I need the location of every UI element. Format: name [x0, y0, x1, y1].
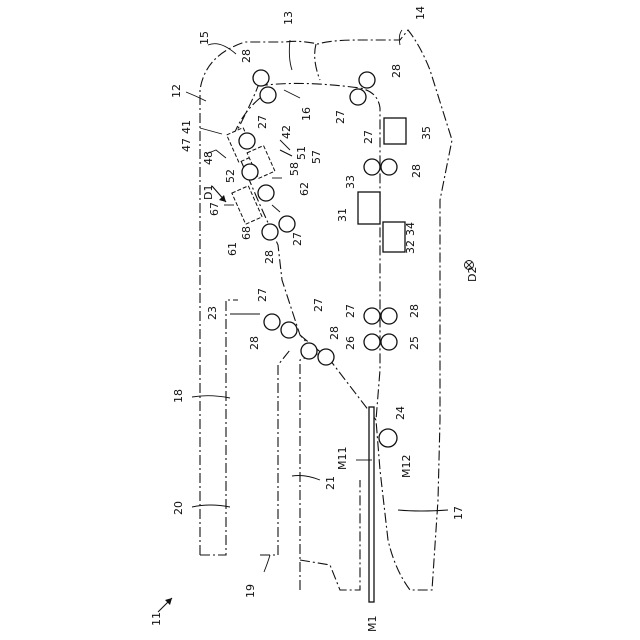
labels: 11 12 13 14 15 16 17 18 19 20 21 23 24 2… [150, 6, 479, 632]
label-27: 27 [362, 130, 375, 144]
label-47: 47 [180, 138, 193, 152]
label-m11: M11 [336, 447, 349, 471]
label-27: 27 [312, 298, 325, 312]
label-24: 24 [394, 406, 407, 420]
roller [364, 334, 380, 350]
roller [260, 87, 276, 103]
roller [318, 349, 334, 365]
arrow-d1-head [219, 195, 226, 202]
label-16: 16 [300, 107, 313, 121]
roller [242, 164, 258, 180]
roller [258, 185, 274, 201]
panel-21-lower [300, 480, 360, 590]
box-33 [358, 192, 380, 224]
media-sheet-m1 [369, 407, 374, 602]
label-27: 27 [344, 304, 357, 318]
label-48: 48 [202, 151, 215, 165]
roller [381, 308, 397, 324]
left-tray [200, 300, 238, 555]
roller [279, 216, 295, 232]
roller [262, 224, 278, 240]
label-14: 14 [414, 6, 427, 20]
label-13: 13 [282, 11, 295, 25]
label-19: 19 [244, 584, 257, 598]
label-68: 68 [240, 226, 253, 240]
label-62: 62 [298, 182, 311, 196]
label-61: 61 [226, 242, 239, 256]
roller [281, 322, 297, 338]
box-35 [384, 118, 406, 144]
label-42: 42 [280, 125, 293, 139]
roller [301, 343, 317, 359]
label-18: 18 [172, 389, 185, 403]
label-28: 28 [263, 250, 276, 264]
media-path [232, 83, 380, 420]
roller [381, 159, 397, 175]
label-m1: M1 [366, 616, 379, 633]
label-41: 41 [180, 120, 193, 134]
box-34 [383, 222, 405, 252]
label-27: 27 [256, 288, 269, 302]
label-d1: D1 [202, 185, 215, 200]
label-51: 51 [295, 146, 308, 160]
label-28: 28 [248, 336, 261, 350]
label-12: 12 [170, 84, 183, 98]
label-d2: D2 [466, 267, 479, 282]
roller [350, 89, 366, 105]
label-27: 27 [334, 110, 347, 124]
label-67: 67 [208, 202, 221, 216]
label-27: 27 [256, 115, 269, 129]
panel-21 [300, 355, 312, 590]
label-11: 11 [150, 612, 163, 626]
roller [359, 72, 375, 88]
label-26: 26 [344, 336, 357, 350]
label-32: 32 [404, 240, 417, 254]
label-35: 35 [420, 126, 433, 140]
label-58: 58 [288, 162, 301, 176]
label-34: 34 [404, 222, 417, 236]
roller [253, 70, 269, 86]
roller [364, 159, 380, 175]
label-28: 28 [240, 49, 253, 63]
label-28: 28 [408, 304, 421, 318]
label-28: 28 [328, 326, 341, 340]
roller [381, 334, 397, 350]
label-57: 57 [310, 150, 323, 164]
label-25: 25 [408, 336, 421, 350]
label-20: 20 [172, 501, 185, 515]
label-21: 21 [324, 476, 337, 490]
label-31: 31 [336, 208, 349, 222]
outlet-19 [260, 350, 290, 555]
label-52: 52 [224, 169, 237, 183]
roller-24 [379, 429, 397, 447]
label-33: 33 [344, 175, 357, 189]
roller [239, 133, 255, 149]
label-15: 15 [198, 31, 211, 45]
arrow-51 [280, 150, 292, 156]
roller [264, 314, 280, 330]
label-17: 17 [452, 506, 465, 520]
label-28: 28 [390, 64, 403, 78]
label-27: 27 [291, 232, 304, 246]
label-28: 28 [410, 164, 423, 178]
roller [364, 308, 380, 324]
label-23: 23 [206, 306, 219, 320]
label-m12: M12 [400, 455, 413, 479]
